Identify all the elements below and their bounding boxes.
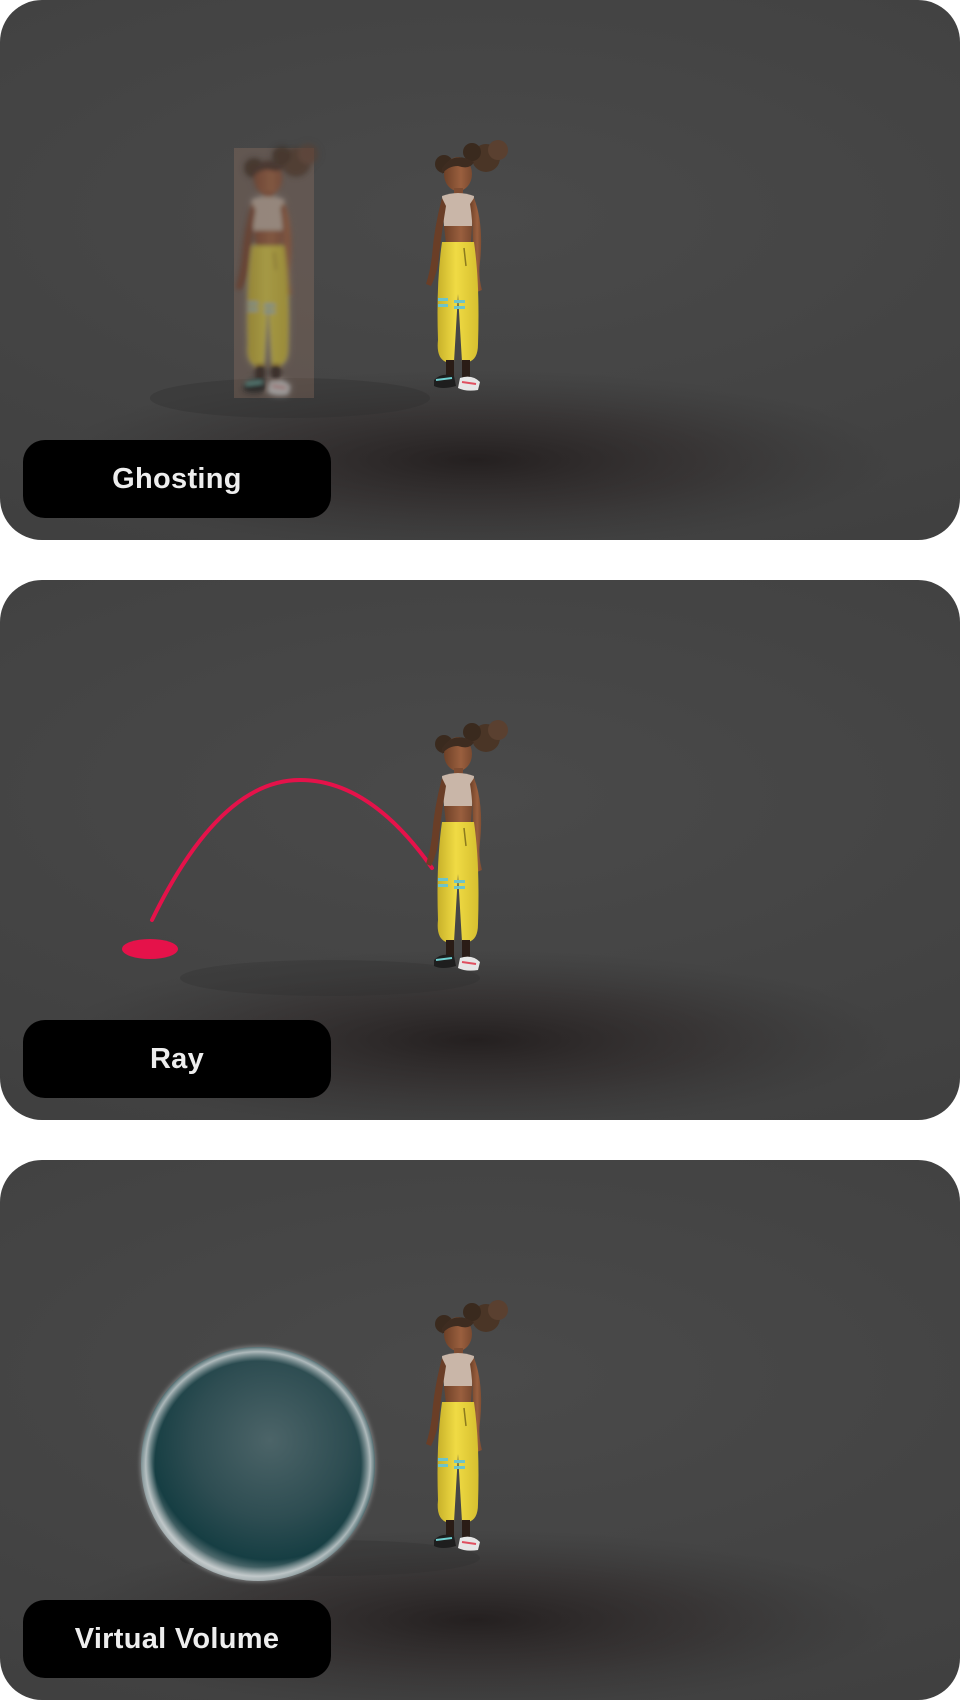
panel-label: Virtual Volume [74, 1622, 280, 1655]
panel-label: Ray [149, 1042, 205, 1075]
virtual-volume-panel: Virtual Volume [0, 1160, 960, 1700]
character-figure-icon [425, 719, 509, 972]
ray-floor-shadow [180, 960, 480, 996]
label-pill-ray: Ray [23, 1020, 331, 1098]
ray-arc [150, 777, 434, 922]
virtual-volume-sphere-icon [140, 1346, 376, 1582]
character-figure-icon [425, 139, 509, 392]
ray-target-marker-icon [122, 939, 178, 959]
label-pill-ghosting: Ghosting [23, 440, 331, 518]
character-figure-icon [425, 1299, 509, 1552]
ray-panel: Ray [0, 580, 960, 1120]
label-pill-virtual-volume: Virtual Volume [23, 1600, 331, 1678]
ghost-character-figure-icon [234, 143, 319, 398]
panel-label: Ghosting [112, 462, 242, 495]
ghosting-panel: Ghosting [0, 0, 960, 540]
